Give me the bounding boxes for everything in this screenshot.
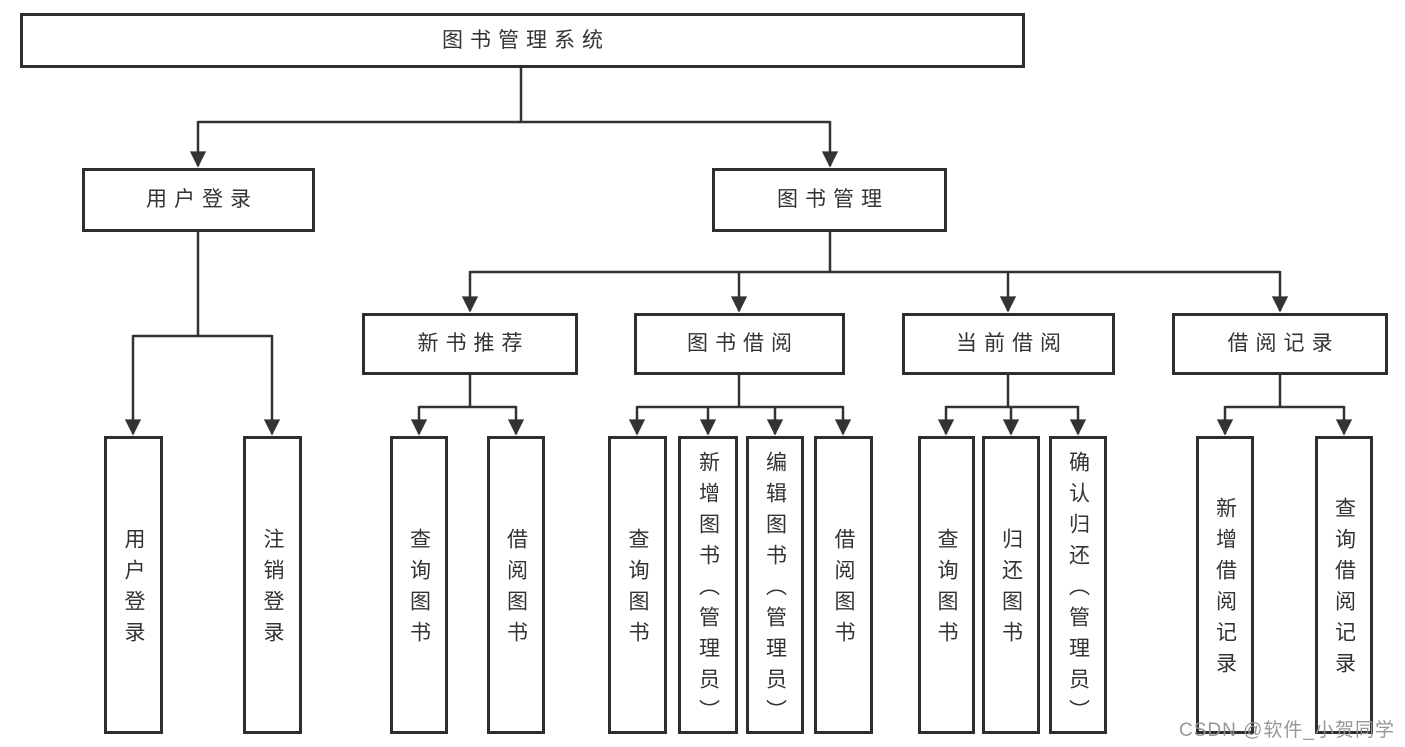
node-new-book-recommend-label: 新书推荐 (417, 332, 530, 356)
node-book-borrow: 图书借阅 (634, 313, 845, 375)
leaf-query-borrow-record: 查询借阅记录 (1315, 436, 1373, 734)
leaf-borrow-books-1-label: 借阅图书 (504, 528, 528, 652)
leaf-query-books-3: 查询图书 (918, 436, 975, 734)
node-borrow-records: 借阅记录 (1172, 313, 1388, 375)
leaf-query-books-2: 查询图书 (608, 436, 667, 734)
leaf-logout: 注销登录 (243, 436, 302, 734)
node-root: 图书管理系统 (20, 13, 1025, 68)
node-borrow-records-label: 借阅记录 (1227, 332, 1340, 356)
leaf-query-books-1-label: 查询图书 (407, 528, 431, 652)
leaf-user-login: 用户登录 (104, 436, 163, 734)
leaf-confirm-return-admin-label: 确认归还（管理员） (1066, 450, 1090, 730)
node-user-login: 用户登录 (82, 168, 315, 232)
leaf-query-borrow-record-label: 查询借阅记录 (1332, 497, 1356, 683)
leaf-borrow-books-1: 借阅图书 (487, 436, 545, 734)
leaf-borrow-books-2: 借阅图书 (814, 436, 873, 734)
leaf-borrow-books-2-label: 借阅图书 (832, 528, 855, 652)
watermark: CSDN @软件_小贺同学 (1179, 720, 1395, 741)
leaf-return-book: 归还图书 (982, 436, 1040, 734)
leaf-add-book-admin: 新增图书（管理员） (678, 436, 738, 734)
node-book-management: 图书管理 (712, 168, 947, 232)
leaf-edit-book-admin-label: 编辑图书（管理员） (763, 450, 787, 730)
leaf-add-borrow-record: 新增借阅记录 (1196, 436, 1254, 734)
leaf-edit-book-admin: 编辑图书（管理员） (746, 436, 804, 734)
leaf-query-books-2-label: 查询图书 (626, 528, 649, 652)
node-book-borrow-label: 图书借阅 (687, 332, 799, 356)
node-current-borrow-label: 当前借阅 (956, 332, 1068, 356)
leaf-query-books-1: 查询图书 (390, 436, 448, 734)
node-new-book-recommend: 新书推荐 (362, 313, 578, 375)
leaf-add-borrow-record-label: 新增借阅记录 (1213, 497, 1237, 683)
leaf-user-login-label: 用户登录 (122, 528, 145, 652)
leaf-add-book-admin-label: 新增图书（管理员） (696, 450, 720, 730)
node-current-borrow: 当前借阅 (902, 313, 1115, 375)
leaf-logout-label: 注销登录 (261, 528, 284, 652)
node-book-management-label: 图书管理 (777, 188, 889, 212)
leaf-confirm-return-admin: 确认归还（管理员） (1049, 436, 1107, 734)
node-user-login-label: 用户登录 (146, 188, 258, 212)
leaf-query-books-3-label: 查询图书 (935, 528, 958, 652)
leaf-return-book-label: 归还图书 (999, 528, 1023, 652)
node-root-label: 图书管理系统 (442, 28, 610, 52)
